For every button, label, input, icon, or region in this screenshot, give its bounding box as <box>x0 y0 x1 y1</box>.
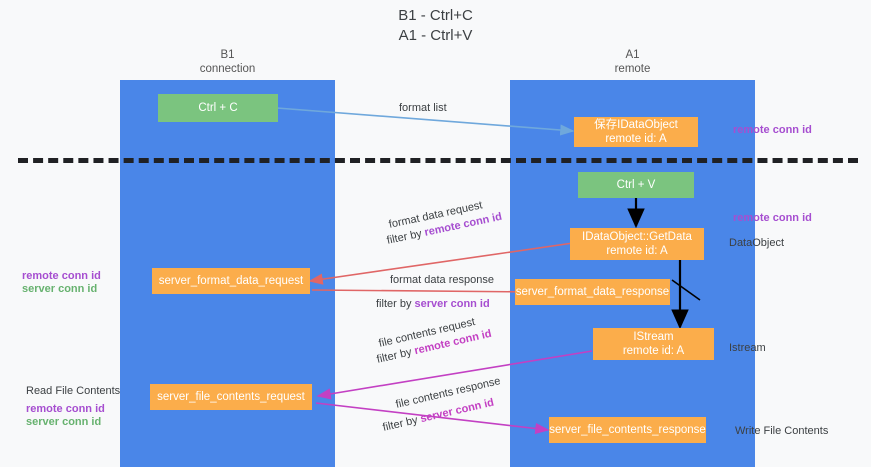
label-left-server-conn-id-text: server conn id <box>22 283 98 295</box>
box-server-format-data-response[interactable]: server_format_data_response <box>515 279 670 305</box>
lane-header-b1: B1 connection <box>120 48 335 76</box>
label-left-remote-conn-id-2-text: remote conn id <box>26 403 105 415</box>
label-left-remote-conn-id: remote conn id <box>22 269 101 283</box>
label-right-dataobject: DataObject <box>729 236 784 250</box>
filter-prefix-4: filter by <box>381 413 422 434</box>
label-right-remote-conn-id-top: remote conn id <box>733 123 812 137</box>
box-server-format-data-request-label: server_format_data_request <box>158 275 304 287</box>
box-server-file-contents-response-label: server_file_contents_response <box>549 424 706 436</box>
arrow-format-data-response <box>311 286 540 298</box>
label-right-istream: Istream <box>729 341 766 355</box>
label-format-data-response: format data response <box>390 273 494 287</box>
label-left-remote-conn-id-text: remote conn id <box>22 270 101 282</box>
box-save-idataobject-line1: 保存IDataObject <box>594 119 678 131</box>
box-server-format-data-response-label: server_format_data_response <box>515 286 670 298</box>
box-ctrl-c[interactable]: Ctrl + C <box>158 94 278 122</box>
title-line-2: A1 - Ctrl+V <box>398 27 473 44</box>
label-left-server-conn-id-2-text: server conn id <box>26 416 102 428</box>
box-save-idataobject-line2: remote id: A <box>605 133 667 145</box>
lane-a1-name: A1 <box>625 49 640 61</box>
box-istream[interactable]: IStream remote id: A <box>593 328 714 360</box>
label-right-dataobject-text: DataObject <box>729 237 785 249</box>
box-ctrl-v[interactable]: Ctrl + V <box>578 172 694 198</box>
label-right-write-file-contents: Write File Contents <box>735 424 828 438</box>
box-save-idataobject[interactable]: 保存IDataObject remote id: A <box>574 117 698 147</box>
box-istream-line2: remote id: A <box>622 345 685 357</box>
lane-b1-name: B1 <box>220 49 235 61</box>
page-title: B1 - Ctrl+C A1 - Ctrl+V <box>0 6 871 46</box>
lane-b1-subtitle: connection <box>199 63 256 75</box>
box-idataobject-getdata[interactable]: IDataObject::GetData remote id: A <box>570 228 704 260</box>
label-right-remote-conn-id-top-text: remote conn id <box>733 124 812 136</box>
label-left-server-conn-id: server conn id <box>22 282 97 296</box>
label-left-read-file-contents-text: Read File Contents <box>26 385 121 397</box>
box-ctrl-v-label: Ctrl + V <box>616 179 656 191</box>
label-right-remote-conn-id-mid: remote conn id <box>733 211 812 225</box>
filter-prefix-2: filter by <box>376 298 415 310</box>
label-left-server-conn-id-2: server conn id <box>26 415 101 429</box>
box-ctrl-c-label: Ctrl + C <box>198 102 238 114</box>
box-getdata-line1: IDataObject::GetData <box>582 231 692 243</box>
label-right-remote-conn-id-mid-text: remote conn id <box>733 212 812 224</box>
label-left-remote-conn-id-2: remote conn id <box>26 402 105 416</box>
title-line-1: B1 - Ctrl+C <box>398 7 473 24</box>
label-format-list-text: format list <box>399 102 447 114</box>
label-right-write-file-contents-text: Write File Contents <box>735 425 829 437</box>
filter-value-2: server conn id <box>414 298 490 310</box>
phase-divider <box>18 158 858 163</box>
box-istream-line1: IStream <box>633 331 674 343</box>
box-server-file-contents-response[interactable]: server_file_contents_response <box>549 417 706 443</box>
label-format-data-response-text: format data response <box>390 274 494 286</box>
lane-a1-subtitle: remote <box>614 63 651 75</box>
label-format-data-response-filter: filter by server conn id <box>376 297 490 311</box>
lane-header-a1: A1 remote <box>510 48 755 76</box>
box-server-file-contents-request-label: server_file_contents_request <box>157 391 305 403</box>
label-left-read-file-contents: Read File Contents <box>26 384 120 398</box>
box-server-file-contents-request[interactable]: server_file_contents_request <box>150 384 312 410</box>
label-right-istream-text: Istream <box>729 342 766 354</box>
box-getdata-line2: remote id: A <box>606 245 668 257</box>
label-format-list: format list <box>399 101 447 115</box>
box-server-format-data-request[interactable]: server_format_data_request <box>152 268 310 294</box>
